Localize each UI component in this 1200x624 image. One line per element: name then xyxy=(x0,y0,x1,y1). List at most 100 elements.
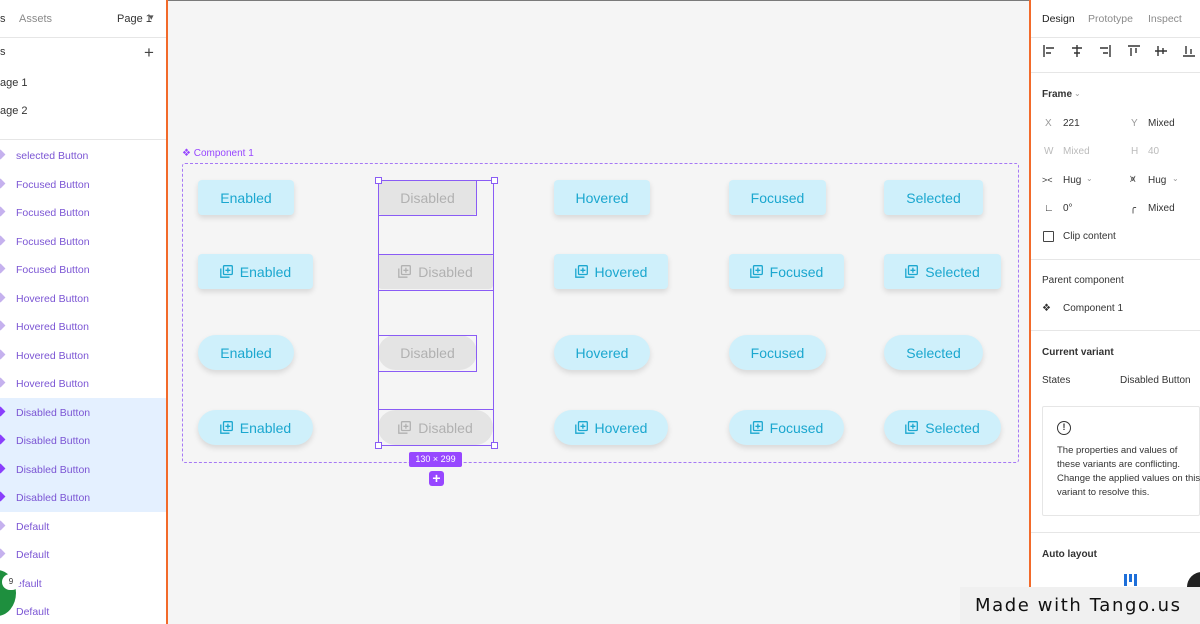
variant-property-select[interactable]: Disabled Button xyxy=(1120,375,1191,386)
w-input[interactable]: Mixed xyxy=(1063,146,1090,157)
layer-item[interactable]: Disabled Button xyxy=(0,454,167,483)
tab-layers[interactable]: s xyxy=(0,13,6,25)
add-to-queue-icon xyxy=(398,421,412,434)
corner-radius-icon: ╭ xyxy=(1130,203,1137,214)
clip-content-checkbox[interactable] xyxy=(1043,231,1054,242)
divider xyxy=(1031,532,1200,533)
resize-handle-bl[interactable] xyxy=(375,442,382,449)
auto-layout-title[interactable]: Auto layout xyxy=(1042,549,1097,560)
layer-item[interactable]: Hovered Button xyxy=(0,312,167,341)
selection-item-outline xyxy=(378,335,477,372)
align-left-icon[interactable] xyxy=(1042,44,1056,58)
variant-diamond-icon xyxy=(0,320,6,331)
variant-button-label: Selected xyxy=(925,419,980,436)
layer-item[interactable]: Disabled Button xyxy=(0,426,167,455)
variant-button[interactable]: Selected xyxy=(884,180,983,215)
corner-radius-input[interactable]: Mixed xyxy=(1148,203,1175,214)
variant-button[interactable]: Disabled xyxy=(378,180,477,215)
hug-width-icon: >< xyxy=(1042,175,1053,185)
layer-item[interactable]: Hovered Button xyxy=(0,369,167,398)
variant-button[interactable]: Enabled xyxy=(198,254,313,289)
variant-button[interactable]: Enabled xyxy=(198,410,313,445)
align-bottom-icon[interactable] xyxy=(1182,44,1196,58)
variant-button[interactable]: Focused xyxy=(729,410,844,445)
variant-button-label: Selected xyxy=(906,189,961,206)
chevron-down-icon[interactable]: ▾ xyxy=(149,12,154,22)
component-set-frame[interactable] xyxy=(182,163,1019,463)
layer-item[interactable]: Focused Button xyxy=(0,227,167,256)
resize-handle-br[interactable] xyxy=(491,442,498,449)
variant-button[interactable]: Disabled xyxy=(378,335,477,370)
variant-button[interactable]: Hovered xyxy=(554,410,668,445)
variant-button[interactable]: Selected xyxy=(884,410,1001,445)
resize-handle-tl[interactable] xyxy=(375,177,382,184)
add-to-queue-icon xyxy=(749,421,763,434)
layer-item[interactable]: Disabled Button xyxy=(0,397,167,426)
variant-button[interactable]: Hovered xyxy=(554,180,650,215)
add-to-queue-icon xyxy=(574,421,588,434)
variant-button[interactable]: Focused xyxy=(729,254,844,289)
x-input[interactable]: 221 xyxy=(1063,118,1080,129)
chevron-down-icon[interactable]: ⌄ xyxy=(1086,174,1093,183)
layer-item[interactable]: Focused Button xyxy=(0,255,167,284)
chevron-down-icon[interactable]: ⌄ xyxy=(1074,89,1081,98)
align-vertical-center-icon[interactable] xyxy=(1154,44,1168,58)
layer-item[interactable]: Focused Button xyxy=(0,170,167,199)
align-horizontal-center-icon[interactable] xyxy=(1070,44,1084,58)
design-panel: Design Prototype Inspect Frame ⌄ X 221 Y… xyxy=(1031,0,1200,624)
variant-button[interactable]: Selected xyxy=(884,335,983,370)
variant-diamond-icon xyxy=(0,263,6,274)
tab-design[interactable]: Design xyxy=(1042,13,1075,25)
align-top-icon[interactable] xyxy=(1127,44,1141,58)
tab-prototype[interactable]: Prototype xyxy=(1088,13,1133,25)
right-panel-border xyxy=(1029,0,1031,624)
hug-width-select[interactable]: Hug xyxy=(1063,175,1082,186)
page-selector[interactable]: Page 1 xyxy=(117,13,152,25)
layer-item[interactable]: Default xyxy=(0,597,167,624)
canvas[interactable] xyxy=(168,0,1030,624)
variant-button[interactable]: Enabled xyxy=(198,335,294,370)
frame-section-title[interactable]: Frame xyxy=(1042,89,1073,100)
tab-inspect[interactable]: Inspect xyxy=(1148,13,1182,25)
auto-layout-direction-icon[interactable] xyxy=(1124,574,1164,588)
canvas-top-edge xyxy=(168,0,1030,1)
layer-item[interactable]: Focused Button xyxy=(0,198,167,227)
layer-item[interactable]: Default xyxy=(0,512,167,541)
layer-item[interactable]: Disabled Button xyxy=(0,483,167,512)
component-label[interactable]: ❖ Component 1 xyxy=(182,148,254,159)
layer-item[interactable]: Hovered Button xyxy=(0,341,167,370)
page-item-2[interactable]: age 2 xyxy=(0,105,28,117)
y-input[interactable]: Mixed xyxy=(1148,118,1175,129)
variant-button[interactable]: Disabled xyxy=(378,254,493,289)
layer-item[interactable]: selected Button xyxy=(0,141,167,170)
add-page-icon[interactable]: + xyxy=(144,43,154,62)
variant-button[interactable]: Hovered xyxy=(554,335,650,370)
variant-button-label: Focused xyxy=(750,189,805,206)
page-item-1[interactable]: age 1 xyxy=(0,77,28,89)
variant-button[interactable]: Hovered xyxy=(554,254,668,289)
variant-diamond-icon xyxy=(0,149,6,160)
parent-component-link[interactable]: Component 1 xyxy=(1063,303,1124,314)
variant-button[interactable]: Selected xyxy=(884,254,1001,289)
layer-item[interactable]: efault xyxy=(0,569,167,598)
add-variant-button[interactable]: + xyxy=(429,471,444,486)
layer-item[interactable]: Default xyxy=(0,540,167,569)
hug-height-select[interactable]: Hug xyxy=(1148,175,1167,186)
layer-item[interactable]: Hovered Button xyxy=(0,284,167,313)
variant-button[interactable]: Focused xyxy=(729,180,826,215)
variant-button[interactable]: Disabled xyxy=(378,410,493,445)
tab-assets[interactable]: Assets xyxy=(19,13,53,25)
resize-handle-tr[interactable] xyxy=(491,177,498,184)
variant-button[interactable]: Focused xyxy=(729,335,826,370)
clip-content-label: Clip content xyxy=(1063,231,1116,242)
selection-box[interactable] xyxy=(378,180,494,446)
chevron-down-icon[interactable]: ⌄ xyxy=(1172,174,1179,183)
h-input[interactable]: 40 xyxy=(1148,146,1160,157)
variant-button-label: Enabled xyxy=(239,263,292,280)
variant-diamond-icon xyxy=(0,206,6,217)
align-right-icon[interactable] xyxy=(1098,44,1112,58)
variant-button[interactable]: Enabled xyxy=(198,180,294,215)
h-label: H xyxy=(1131,146,1139,157)
rotation-input[interactable]: 0° xyxy=(1063,203,1073,214)
